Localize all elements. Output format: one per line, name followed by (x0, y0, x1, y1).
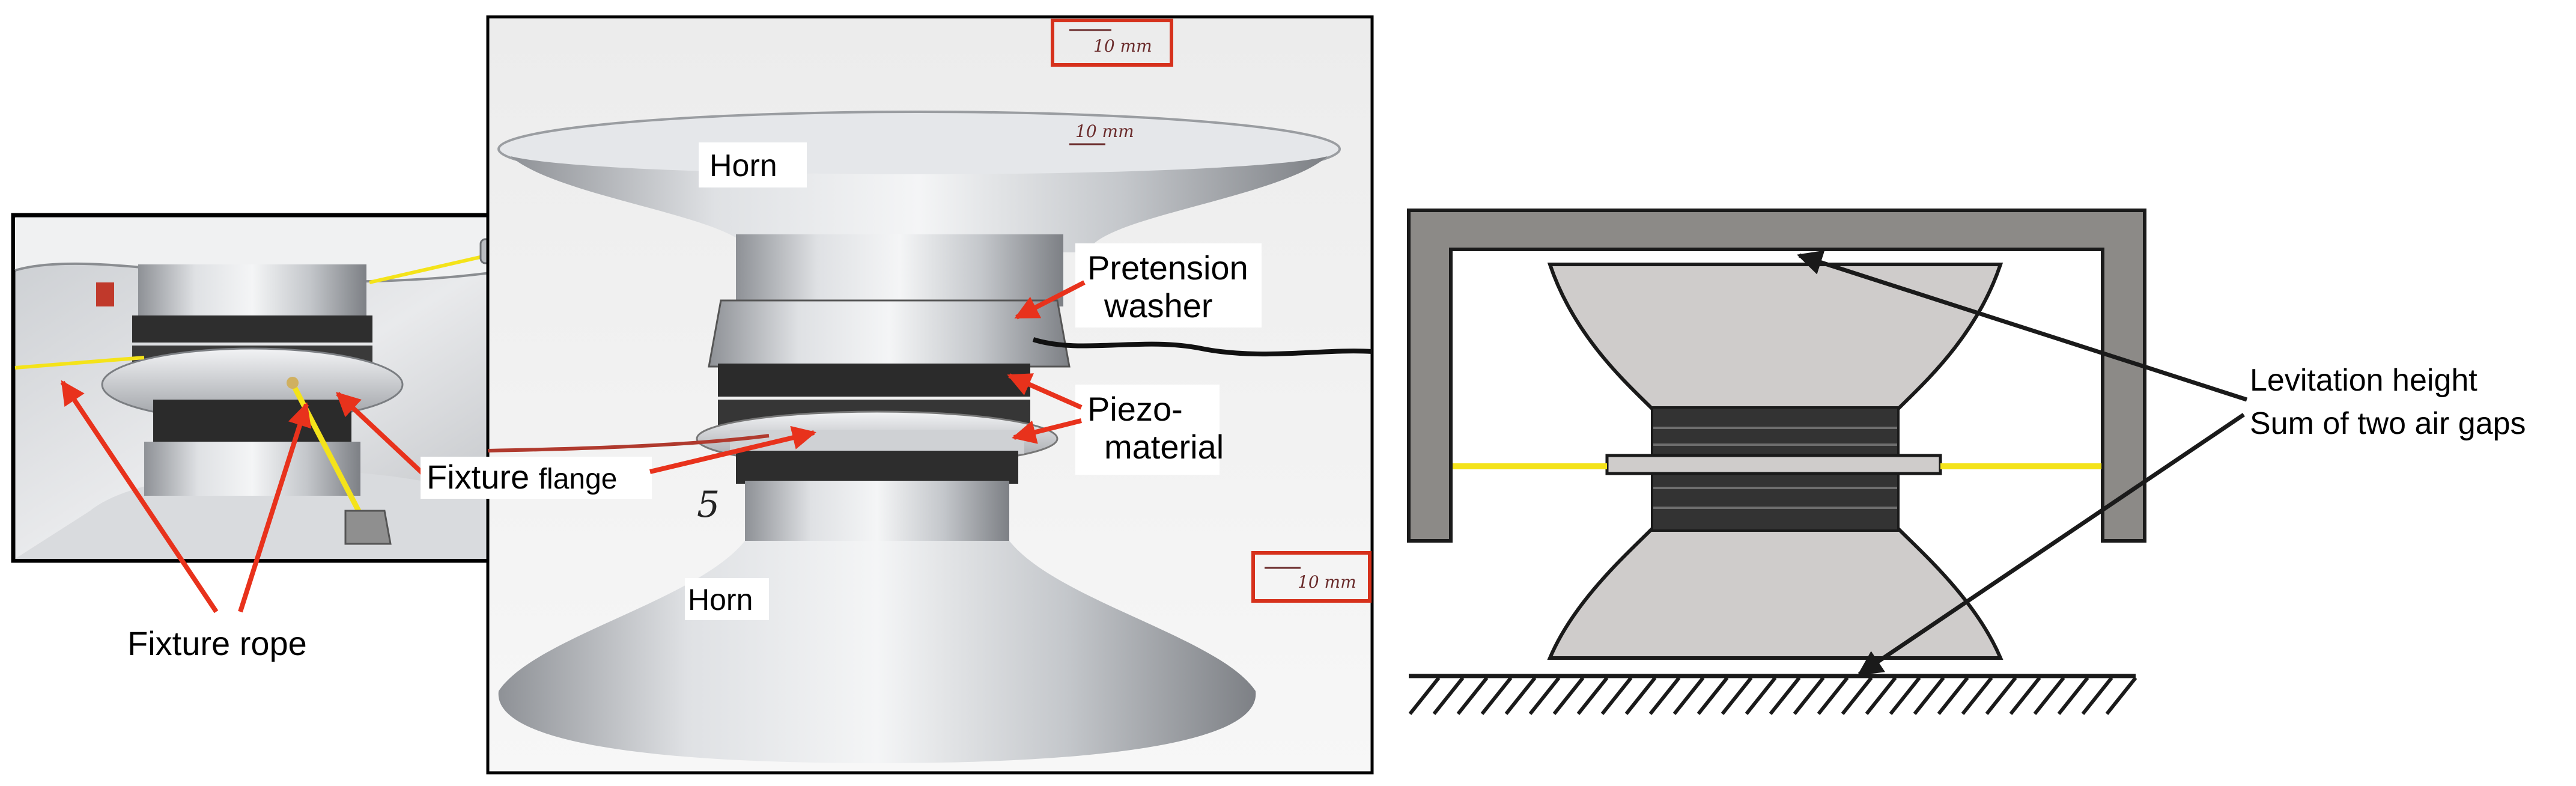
hatch-mark (1432, 677, 1465, 715)
fixture-flange-arrow-inset (336, 392, 426, 477)
scale-label-top: 10 mm (1093, 36, 1152, 56)
hatch-mark (1697, 677, 1729, 715)
fixture-rope-arrow-1 (60, 380, 219, 614)
hatch-mark (1408, 677, 1441, 715)
pretension-arrow (1014, 280, 1086, 320)
hatch-mark (2105, 677, 2137, 715)
horn-top-label: Horn (709, 148, 777, 183)
hatch-mark (1889, 677, 1921, 715)
hatch-mark (1913, 677, 1945, 715)
scale-label-right: 10 mm (1298, 572, 1356, 592)
main-photo: 5 10 mm 10 mm 10 mm Horn Horn Pretension… (421, 15, 1374, 775)
hatch-mark (2009, 677, 2041, 715)
hatch-mark (2033, 677, 2065, 715)
scale-box-right (1251, 551, 1372, 603)
hatch-mark (1937, 677, 1969, 715)
piezo-label-line2: material (1104, 428, 1224, 466)
fixture-rope-label: Fixture rope (127, 624, 307, 662)
fixture-flange-plate (1605, 454, 1942, 475)
hatch-mark (1841, 677, 1873, 715)
hatch-mark (1624, 677, 1657, 715)
hatch-mark (1504, 677, 1537, 715)
hatch-mark (1961, 677, 1993, 715)
levitation-arrow-bottom (1857, 413, 2245, 676)
levitation-schematic: Levitation height Sum of two air gaps (1407, 209, 2526, 715)
hatch-mark (1817, 677, 1849, 715)
piezo-label-line1: Piezo- (1087, 390, 1183, 428)
hatch-mark (1528, 677, 1561, 715)
scale-box-top (1051, 19, 1173, 67)
levitation-arrow-top (1797, 250, 2248, 402)
scale-label-horn: 10 mm (1075, 121, 1134, 141)
pretension-label-line2: washer (1104, 287, 1213, 324)
horn-number: 5 (697, 484, 720, 526)
hatch-mark (1793, 677, 1825, 715)
hatch-mark (2057, 677, 2089, 715)
fixture-rope-arrow-2 (238, 402, 312, 613)
pretension-label-line1: Pretension (1087, 249, 1248, 287)
hatch-mark (1745, 677, 1777, 715)
lower-horn (1547, 527, 2003, 660)
hatch-mark (1600, 677, 1633, 715)
hatch-mark (1672, 677, 1705, 715)
upper-horn (1547, 263, 2003, 410)
inset-photo (11, 213, 571, 614)
hatch-mark (1721, 677, 1753, 715)
levitation-height-label: Levitation height (2250, 363, 2477, 398)
ground-hatching (1408, 677, 2137, 715)
piezo-arrow-2 (1012, 418, 1082, 444)
sum-air-gaps-label: Sum of two air gaps (2250, 406, 2526, 441)
hatch-mark (1456, 677, 1489, 715)
piezo-arrow-1 (1007, 373, 1083, 410)
hatch-mark (1865, 677, 1897, 715)
hatch-mark (1985, 677, 2017, 715)
housing-frame (1407, 209, 2146, 543)
fixture-flange-label: Fixture flange (427, 458, 617, 496)
hatch-mark (1480, 677, 1513, 715)
horn-bottom-label: Horn (688, 583, 753, 617)
hatch-mark (1648, 677, 1681, 715)
hatch-mark (1769, 677, 1801, 715)
hatch-mark (1576, 677, 1609, 715)
fixture-flange-arrow-main (649, 425, 816, 474)
hatch-mark (2081, 677, 2113, 715)
hatch-mark (1552, 677, 1585, 715)
